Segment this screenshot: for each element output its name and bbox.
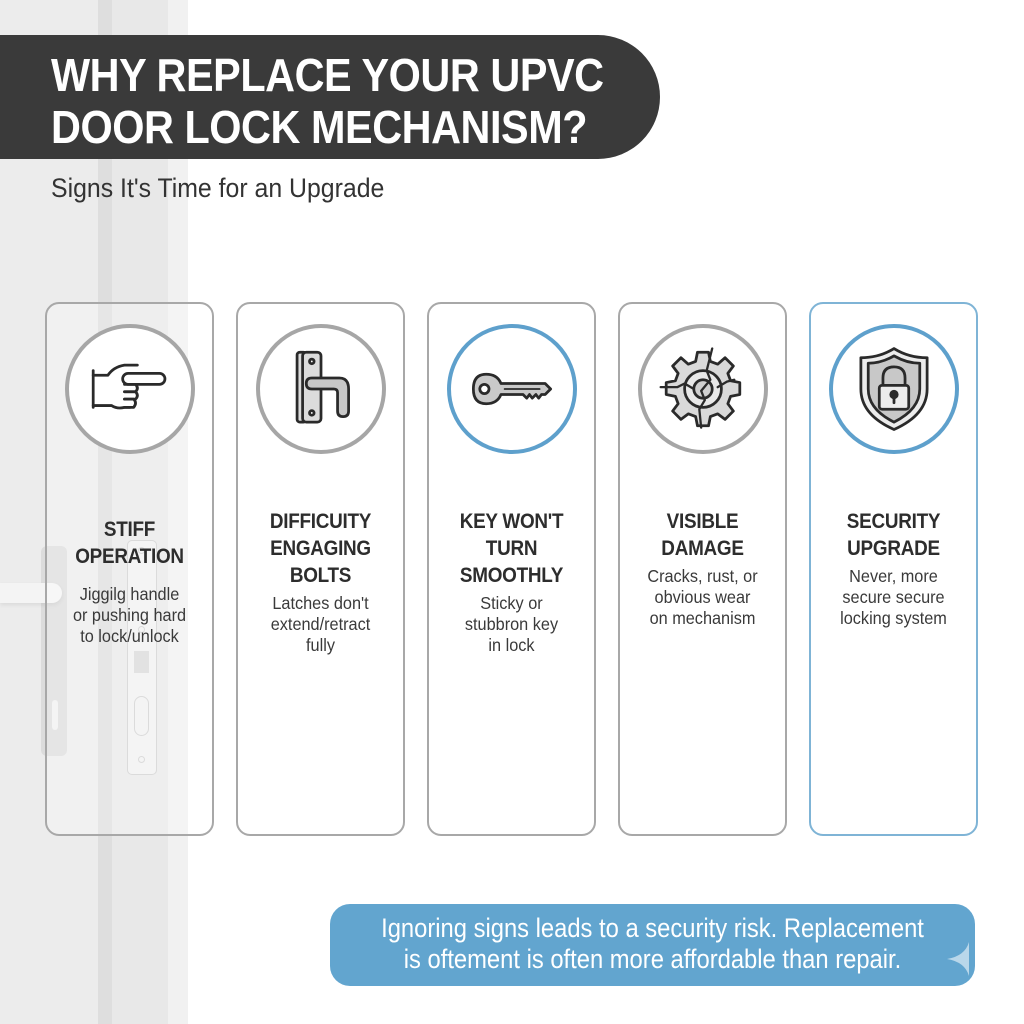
card-title: VISIBLE DAMAGE xyxy=(661,510,744,560)
card-key-wont-turn: KEY WON'T TURN SMOOTHLY Sticky or stubbr… xyxy=(427,302,596,836)
card-description: Jiggilg handle or pushing hard to lock/u… xyxy=(72,584,187,646)
icon-circle xyxy=(828,324,959,454)
screw-icon xyxy=(138,547,145,554)
shield-lock-icon xyxy=(859,347,928,431)
icon-circle xyxy=(637,324,768,454)
card-stiff-operation: STIFF OPERATION Jiggilg handle or pushin… xyxy=(45,302,214,836)
door-lock-faceplate xyxy=(127,540,157,775)
title-banner: WHY REPLACE YOUR UPVC DOOR LOCK MECHANIS… xyxy=(0,35,660,159)
callout-line-2: is oftement is often more affordable tha… xyxy=(403,944,902,974)
card-description: Latches don't extend/retract fully xyxy=(270,593,371,655)
pointing-hand-icon xyxy=(91,363,166,410)
callout-line-1: Ignoring signs leads to a security risk.… xyxy=(381,913,924,943)
key-icon xyxy=(471,372,552,406)
icon-circle xyxy=(255,324,386,454)
screw-icon xyxy=(138,626,145,633)
broken-gear-icon xyxy=(659,347,741,429)
page-title-line-2: DOOR LOCK MECHANISM? xyxy=(51,101,588,153)
icon-circle xyxy=(64,324,195,454)
card-title: SECURITY UPGRADE xyxy=(846,510,941,560)
card-description: Cracks, rust, or obvious wear on mechani… xyxy=(647,566,758,628)
card-description: Never, more secure secure locking system xyxy=(840,566,947,628)
door-handle-icon xyxy=(295,350,350,424)
callout-banner: Ignoring signs leads to a security risk.… xyxy=(330,904,975,986)
icon-circle xyxy=(446,324,577,454)
card-visible-damage: VISIBLE DAMAGE Cracks, rust, or obvious … xyxy=(618,302,787,836)
latch-slot xyxy=(134,651,149,673)
sparkle-icon xyxy=(947,942,969,976)
bolt-slot xyxy=(134,696,149,736)
card-difficulty-engaging-bolts: DIFFICUITY ENGAGING BOLTS Latches don't … xyxy=(236,302,405,836)
door-background xyxy=(0,0,188,1024)
page-subtitle: Signs It's Time for an Upgrade xyxy=(51,173,385,203)
card-title: KEY WON'T TURN SMOOTHLY xyxy=(459,510,564,587)
page-title-line-1: WHY REPLACE YOUR UPVC xyxy=(51,49,604,101)
card-security-upgrade: SECURITY UPGRADE Never, more secure secu… xyxy=(809,302,978,836)
card-title: STIFF OPERATION xyxy=(75,518,184,568)
door-keyhole-slot xyxy=(52,700,58,730)
screw-icon xyxy=(138,756,145,763)
card-title: DIFFICUITY ENGAGING BOLTS xyxy=(269,510,372,587)
card-description: Sticky or stubbron key in lock xyxy=(464,593,559,655)
